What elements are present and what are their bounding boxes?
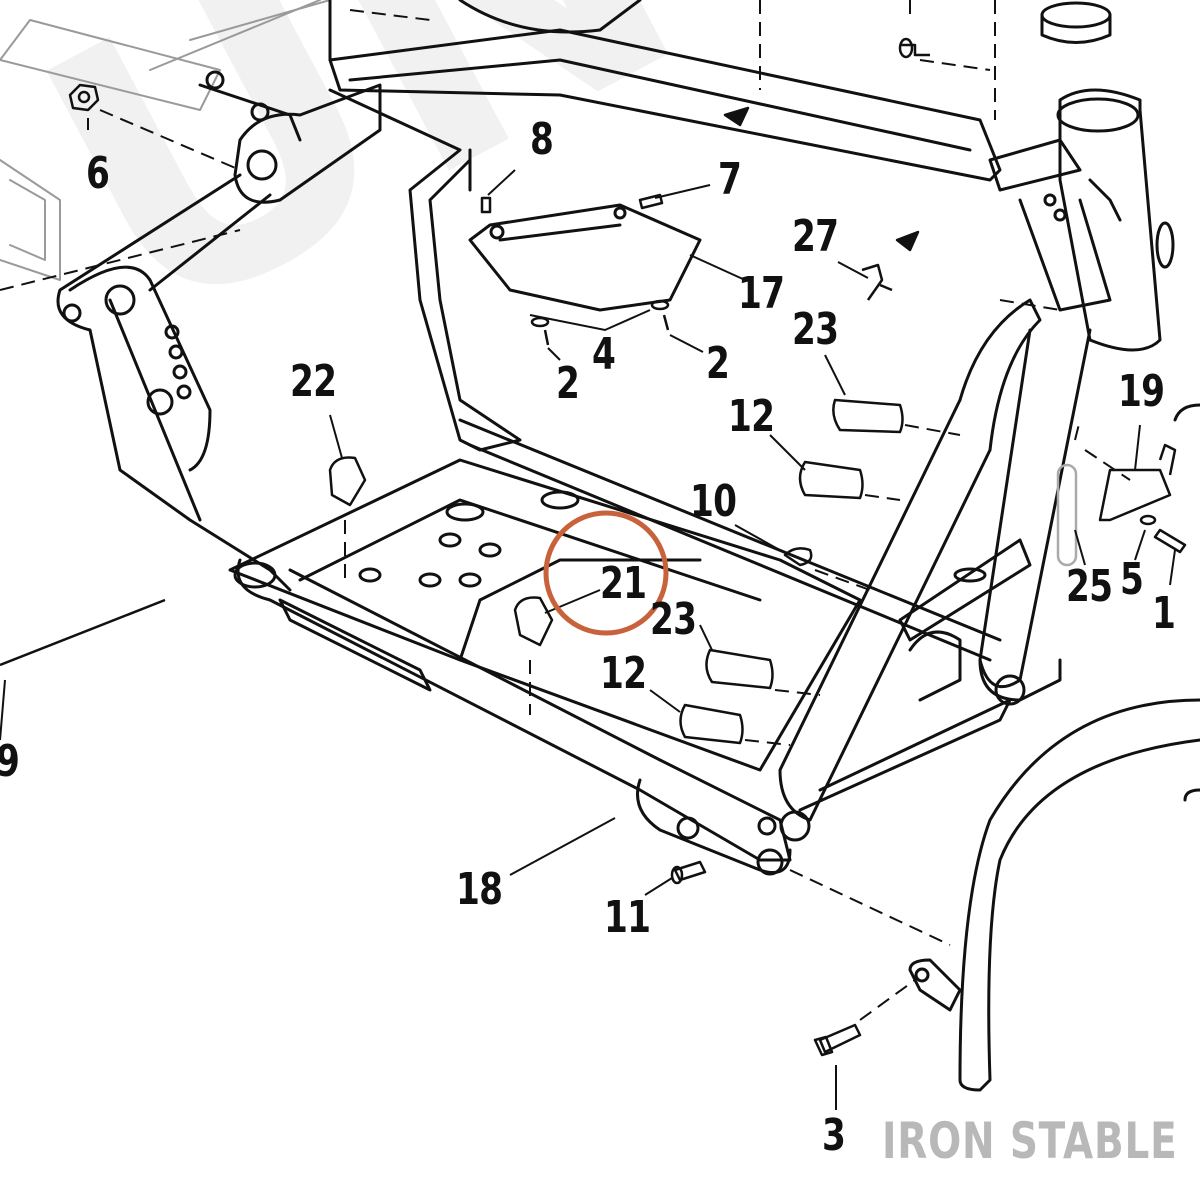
callout-25: 25: [1066, 561, 1113, 612]
steering-head: [1058, 88, 1162, 352]
callout-2-right: 2: [706, 338, 730, 389]
callout-27: 27: [792, 211, 839, 262]
callout-3: 3: [822, 1110, 846, 1161]
cover-17: [468, 203, 702, 312]
callout-7: 7: [718, 154, 742, 205]
callout-12-upper: 12: [728, 391, 775, 442]
lower-rail: [236, 558, 792, 862]
callout-8: 8: [530, 114, 554, 165]
callout-12-lower: 12: [600, 648, 647, 699]
brand-watermark: IRON STABLE: [882, 1112, 1178, 1170]
callout-22: 22: [290, 356, 337, 407]
callout-19: 19: [1118, 366, 1165, 417]
callout-4: 4: [592, 329, 616, 380]
callout-23-upper: 23: [792, 304, 839, 355]
callout-17: 17: [738, 268, 785, 319]
callout-2-left: 2: [556, 358, 580, 409]
bottom-plate: [228, 458, 862, 772]
callout-10: 10: [690, 476, 737, 527]
callout-23-lower: 23: [650, 594, 697, 645]
callout-9: 9: [0, 740, 20, 784]
highlight-ring: [543, 510, 669, 636]
callout-21: 21: [600, 558, 647, 609]
callout-11: 11: [604, 892, 651, 943]
callout-1: 1: [1152, 588, 1176, 639]
background-parts: [0, 0, 331, 281]
callout-5: 5: [1120, 554, 1144, 605]
rear-loop: [958, 698, 1200, 1092]
left-down-tube: [56, 173, 292, 592]
callout-6: 6: [86, 148, 110, 199]
callout-18: 18: [456, 864, 503, 915]
